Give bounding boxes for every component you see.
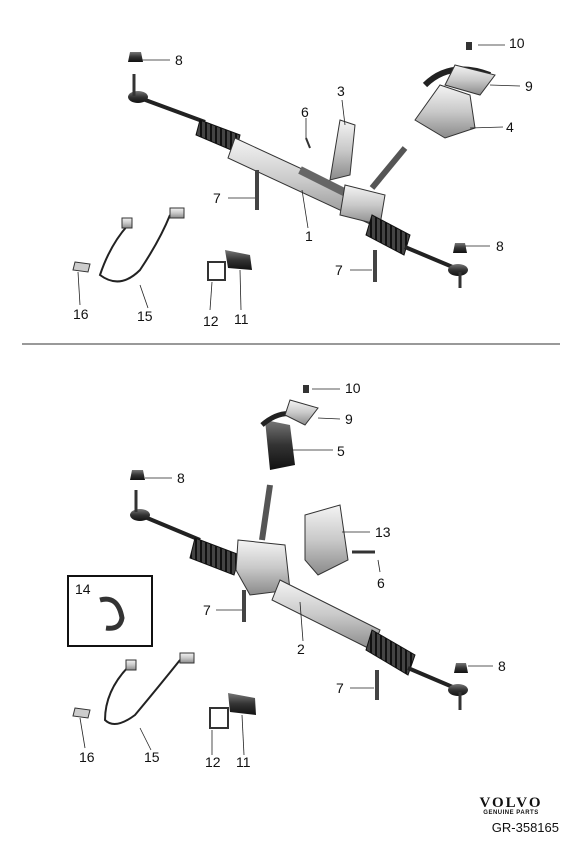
bellows-right	[365, 214, 411, 256]
rack-housing-b	[271, 579, 381, 651]
callout-bottom-7a: 7	[203, 602, 211, 618]
callout-top-11: 11	[234, 311, 249, 327]
callout-top-7b: 7	[335, 262, 343, 278]
callout-top-1: 1	[305, 228, 313, 244]
callout-top-16: 16	[73, 306, 89, 322]
tie-rod-left	[139, 96, 206, 124]
clamp-14	[99, 596, 125, 631]
callout-top-8a: 8	[175, 52, 183, 68]
bellows-right-b	[365, 629, 416, 676]
tie-rod-end-left-b	[130, 509, 150, 521]
callout-top-7a: 7	[213, 190, 221, 206]
bracket-3	[329, 119, 356, 181]
tie-rod-end-right-b	[448, 684, 468, 696]
screw-top-6	[305, 137, 311, 149]
mount-bracket-bottom	[209, 707, 229, 729]
top-leader-lines	[77, 44, 521, 311]
brand-subtitle: GENUINE PARTS	[483, 810, 539, 816]
reference-number: GR-358165	[491, 820, 559, 835]
callout-bottom-2: 2	[297, 641, 305, 657]
flange-plate-b	[284, 399, 319, 426]
brand-logo: VOLVO GENUINE PARTS	[461, 795, 561, 816]
connector-bottom-a	[179, 652, 195, 664]
column-cover-b	[265, 420, 295, 470]
callout-top-9: 9	[525, 78, 533, 94]
callout-top-6: 6	[301, 104, 309, 120]
callout-bottom-16: 16	[79, 749, 95, 765]
bottom-leader-lines	[79, 388, 493, 756]
bottom-steering-gear-assembly	[67, 385, 468, 729]
callout-bottom-9: 9	[345, 411, 353, 427]
callout-top-15: 15	[137, 308, 153, 324]
control-unit-top	[225, 250, 252, 270]
connector-top-b	[121, 217, 133, 229]
callout-bottom-7b: 7	[336, 680, 344, 696]
tie-rod-right-b	[407, 666, 456, 690]
nut-bottom-right	[454, 663, 468, 673]
mount-bracket-top	[207, 261, 226, 281]
callout-bottom-8b: 8	[498, 658, 506, 674]
callout-top-12: 12	[203, 313, 219, 329]
wiring-harness-top	[98, 214, 171, 283]
callout-bottom-8a: 8	[177, 470, 185, 486]
tie-rod-right	[404, 245, 456, 270]
tie-rod-left-b	[139, 513, 201, 542]
tie-rod-end-right	[448, 264, 468, 276]
clip-top-16	[72, 261, 91, 273]
callout-top-3: 3	[337, 83, 345, 99]
callout-bottom-13: 13	[375, 524, 391, 540]
bottom-callouts: 10 9 5 8 13 6 14 7 2 7 8 16 15 12 11	[75, 380, 506, 770]
top-steering-gear-assembly	[72, 42, 496, 288]
callout-top-4: 4	[506, 119, 514, 135]
callout-bottom-15: 15	[144, 749, 160, 765]
control-unit-bottom	[228, 693, 256, 715]
wiring-harness-bottom	[103, 659, 181, 725]
flange-plate	[444, 64, 496, 96]
top-callouts: 8 10 9 3 4 6 7 1 7 8 16 15 12 11	[73, 35, 533, 329]
column-shaft-b	[259, 484, 273, 541]
connector-bottom-b	[125, 659, 137, 671]
callout-bottom-11: 11	[236, 754, 251, 770]
callout-bottom-6: 6	[377, 575, 385, 591]
screw-bottom-10	[303, 385, 309, 393]
callout-bottom-10: 10	[345, 380, 361, 396]
callout-top-8b: 8	[496, 238, 504, 254]
callout-bottom-5: 5	[337, 443, 345, 459]
nut-bottom-left	[130, 470, 145, 480]
bellows-left-b	[189, 537, 241, 576]
tie-rod-end-left	[128, 91, 148, 103]
callout-bottom-14: 14	[75, 581, 91, 597]
nut-top-left	[128, 52, 143, 62]
nut-top-right	[453, 243, 467, 253]
brand-logo-text: VOLVO	[479, 795, 543, 811]
clip-bottom-16	[72, 707, 91, 719]
connector-top-a	[169, 207, 185, 219]
callout-top-10: 10	[509, 35, 525, 51]
detail-box-14	[67, 575, 153, 647]
heat-shield	[304, 504, 349, 576]
pinion-shaft	[369, 146, 408, 190]
steering-column-cover	[414, 84, 476, 139]
callout-bottom-12: 12	[205, 754, 221, 770]
screw-top-10	[466, 42, 472, 50]
rack-housing-tube	[298, 166, 352, 199]
eps-motor-body	[235, 539, 291, 596]
